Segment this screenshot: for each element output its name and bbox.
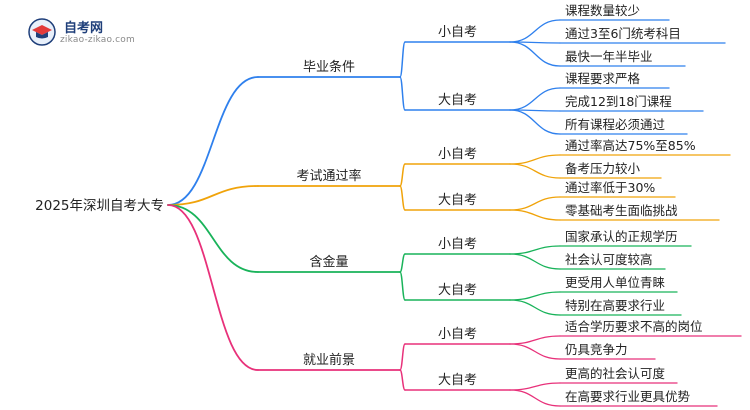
leaf-connector [509, 154, 561, 165]
leaf-topic: 特别在高要求行业 [565, 298, 665, 313]
subtopic: 小自考 [438, 237, 477, 252]
subtopic: 大自考 [438, 93, 477, 108]
subtopic: 小自考 [438, 147, 477, 162]
leaf-topic: 课程要求严格 [565, 71, 641, 86]
leaf-topic: 在高要求行业更具优势 [565, 389, 691, 404]
subtopic-connector [399, 76, 406, 111]
branch-topic: 毕业条件 [303, 59, 355, 75]
branch-connector [167, 185, 259, 206]
leaf-connector [509, 163, 561, 179]
branch-connector [167, 204, 259, 371]
subtopic: 大自考 [438, 283, 477, 298]
logo-brand: 自考网 [64, 21, 104, 36]
leaf-connector [509, 382, 561, 391]
leaf-connector [509, 343, 561, 360]
leaf-connector [509, 253, 561, 270]
leaf-connector [509, 209, 561, 221]
subtopic-connector [399, 343, 406, 371]
root-topic: 2025年深圳自考大专 [35, 198, 164, 214]
logo-domain: zikao-zikao.com [60, 35, 135, 45]
leaf-topic: 国家承认的正规学历 [565, 229, 678, 244]
leaf-topic: 更受用人单位青睐 [565, 275, 666, 290]
leaf-topic: 仍具竞争力 [565, 342, 628, 357]
branch-topic: 含金量 [309, 254, 348, 270]
subtopic-connector [399, 271, 406, 301]
leaf-topic: 零基础考生面临挑战 [565, 203, 678, 218]
branch-topic: 就业前景 [303, 352, 355, 368]
leaf-connector [509, 245, 561, 255]
leaf-topic: 课程数量较少 [565, 3, 640, 18]
leaf-topic: 通过率高达75%至85% [565, 138, 696, 153]
subtopic-connector [399, 369, 406, 391]
leaf-connector [509, 87, 561, 111]
leaf-topic: 所有课程必须通过 [565, 117, 666, 132]
leaf-topic: 通过3至6门统考科目 [565, 26, 681, 41]
subtopic: 小自考 [438, 25, 477, 40]
subtopic-connector [399, 163, 406, 187]
leaf-connector [509, 41, 561, 67]
leaf-topic: 最快一年半毕业 [565, 49, 653, 64]
mind-map-labels: 2025年深圳自考大专毕业条件小自考课程数量较少通过3至6门统考科目最快一年半毕… [35, 3, 702, 404]
branch-connector [167, 204, 259, 273]
leaf-topic: 备考压力较小 [565, 161, 641, 176]
leaf-topic: 通过率低于30% [565, 180, 655, 195]
leaf-topic: 社会认可度较高 [565, 252, 653, 267]
branch-connector [167, 76, 259, 206]
leaf-topic: 完成12到18门课程 [565, 94, 672, 109]
leaf-connector [509, 19, 561, 43]
subtopic-connector [399, 185, 406, 211]
leaf-connector [509, 291, 561, 301]
branch-topic: 考试通过率 [296, 168, 361, 184]
leaf-connector [509, 196, 561, 211]
mind-map-connectors [167, 19, 742, 407]
subtopic: 大自考 [438, 373, 477, 388]
leaf-connector [509, 109, 561, 135]
subtopic-connector [399, 253, 406, 273]
graduation-cap-icon [28, 18, 56, 46]
leaf-connector [509, 299, 561, 316]
leaf-connector [509, 389, 561, 407]
subtopic: 大自考 [438, 193, 477, 208]
site-logo: 自考网 zikao-zikao.com [28, 14, 148, 50]
subtopic-connector [399, 41, 406, 78]
leaf-topic: 更高的社会认可度 [565, 366, 666, 381]
subtopic: 小自考 [438, 327, 477, 342]
leaf-topic: 适合学历要求不高的岗位 [565, 319, 703, 334]
leaf-connector [509, 335, 561, 345]
